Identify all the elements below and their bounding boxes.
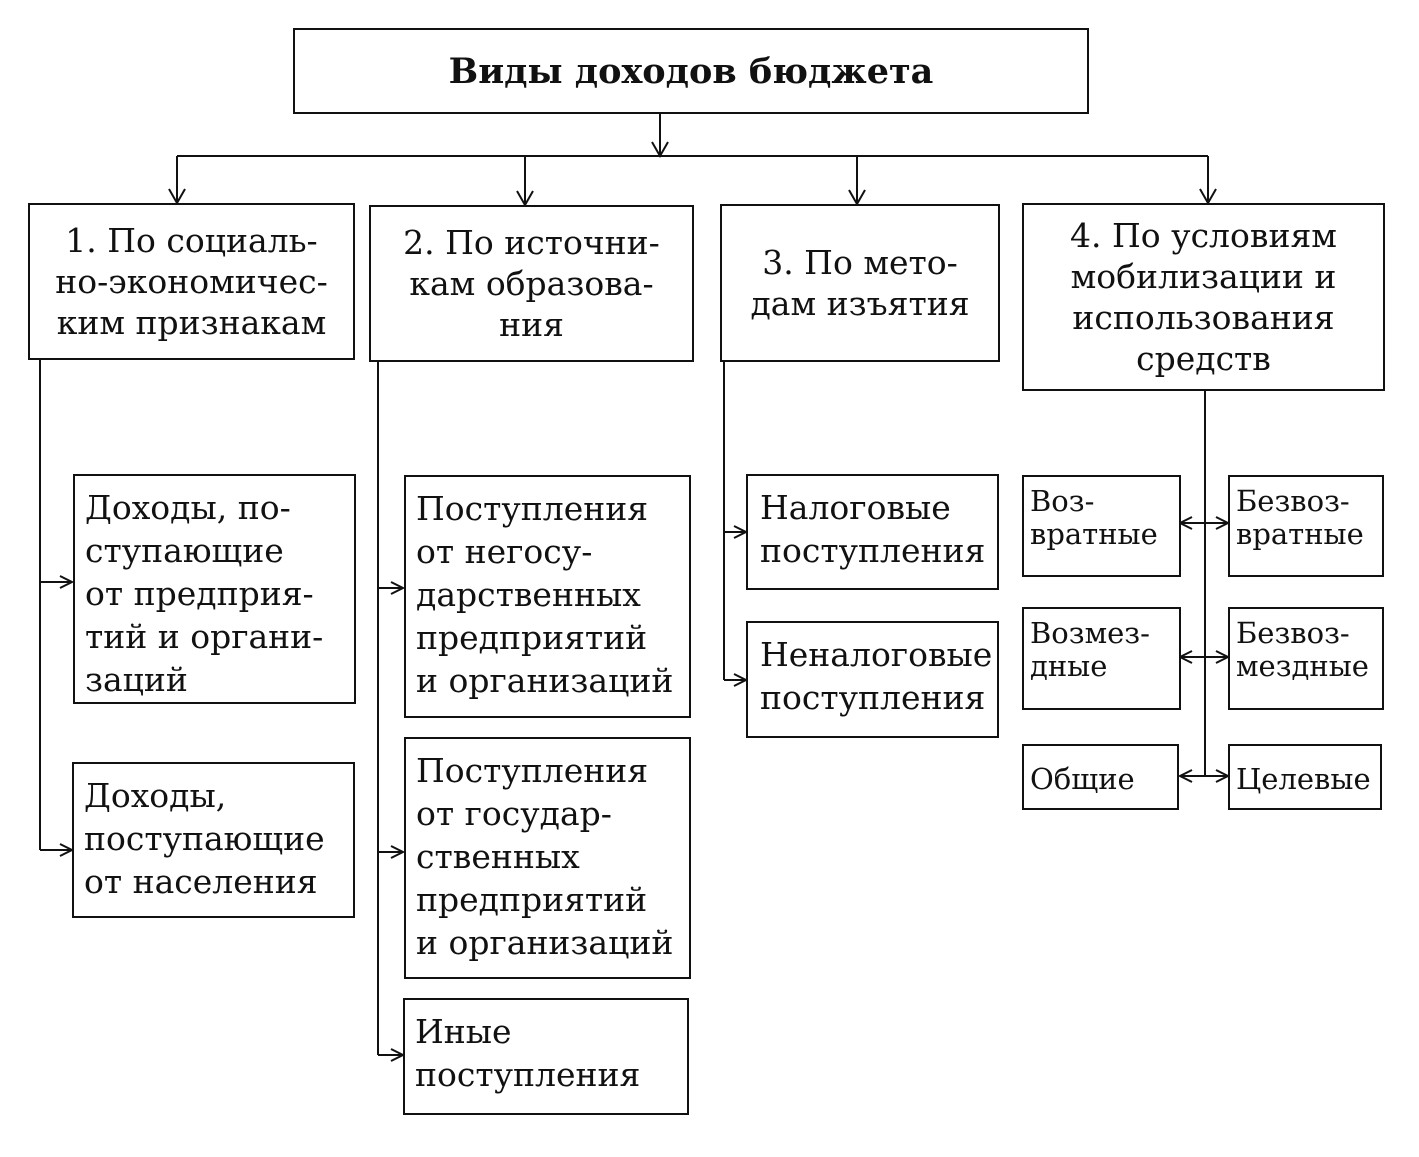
item-gratuitous: Безвоз- мездные [1228, 607, 1384, 710]
item-line: предприятий [416, 618, 648, 657]
item-line: Безвоз- [1236, 616, 1350, 650]
item-line: заций [85, 660, 188, 699]
item-compensated: Возмез- дные [1022, 607, 1181, 710]
item-line: ственных [416, 837, 580, 876]
item-line: вратные [1030, 517, 1158, 551]
item-other-receipts: Иные поступления [403, 998, 689, 1115]
item-general: Общие [1022, 744, 1179, 810]
category-methods: 3. По мето- дам изъятия [720, 204, 1000, 362]
category-line: но-экономичес- [55, 262, 328, 301]
item-line: и организаций [416, 923, 674, 962]
category-sources: 2. По источни- кам образова- ния [369, 205, 694, 362]
arrow-head [1177, 769, 1193, 783]
item-line: Воз- [1030, 484, 1095, 518]
item-targeted: Целевые [1228, 744, 1382, 810]
category-line: мобилизации и [1070, 257, 1337, 296]
item-line: дарственных [416, 575, 641, 614]
item-line: поступающие [84, 819, 325, 858]
item-line: Доходы, по- [85, 488, 291, 527]
item-line: от предприя- [85, 574, 314, 613]
item-line: Безвоз- [1236, 484, 1350, 518]
item-line: от населения [84, 862, 318, 901]
item-line: Налоговые [760, 488, 951, 527]
category-line: 3. По мето- [762, 243, 958, 282]
item-line: дные [1030, 649, 1108, 683]
item-tax-receipts: Налоговые поступления [746, 474, 999, 590]
item-enterprise-income: Доходы, по- ступающие от предприя- тий и… [73, 474, 356, 704]
item-line: Целевые [1236, 761, 1371, 796]
item-line: от государ- [416, 794, 612, 833]
item-line: Неналоговые [760, 635, 993, 674]
arrow-head [390, 581, 406, 595]
item-nonreturnable: Безвоз- вратные [1228, 475, 1384, 577]
arrow-head [390, 845, 406, 859]
item-nonstate-receipts: Поступления от негосу- дарственных предп… [404, 475, 691, 718]
item-line: Поступления [416, 489, 649, 528]
item-line: тий и органи- [85, 617, 324, 656]
item-line: Поступления [416, 751, 649, 790]
category-conditions: 4. По условиям мобилизации и использован… [1022, 203, 1385, 391]
item-population-income: Доходы, поступающие от населения [72, 762, 355, 918]
diagram-title-text: Виды доходов бюджета [448, 50, 934, 92]
item-line: вратные [1236, 517, 1364, 551]
item-line: Общие [1030, 761, 1135, 796]
category-line: средств [1136, 339, 1271, 378]
category-line: 2. По источни- [403, 223, 660, 262]
category-line: ким признакам [56, 303, 327, 342]
category-line: кам образова- [409, 264, 654, 303]
item-line: и организаций [416, 661, 674, 700]
category-social-economic: 1. По социаль- но-экономичес- ким призна… [28, 203, 355, 360]
category-line: ния [499, 305, 564, 344]
item-line: Доходы, [84, 776, 227, 815]
item-line: от негосу- [416, 532, 593, 571]
category-line: 4. По условиям [1070, 216, 1337, 255]
item-line: мездные [1236, 649, 1369, 683]
item-line: Иные [415, 1012, 512, 1051]
item-nontax-receipts: Неналоговые поступления [746, 621, 999, 738]
category-line: использования [1072, 298, 1335, 337]
diagram-title: Виды доходов бюджета [293, 28, 1089, 114]
arrow-head [59, 575, 75, 589]
item-line: ступающие [85, 531, 284, 570]
item-state-receipts: Поступления от государ- ственных предпри… [404, 737, 691, 979]
item-line: Возмез- [1030, 616, 1150, 650]
item-line: поступления [760, 531, 986, 570]
item-line: предприятий [416, 880, 648, 919]
category-line: 1. По социаль- [65, 221, 318, 260]
item-returnable: Воз- вратные [1022, 475, 1181, 577]
category-line: дам изъятия [750, 284, 970, 323]
item-line: поступления [415, 1055, 641, 1094]
item-line: поступления [760, 678, 986, 717]
